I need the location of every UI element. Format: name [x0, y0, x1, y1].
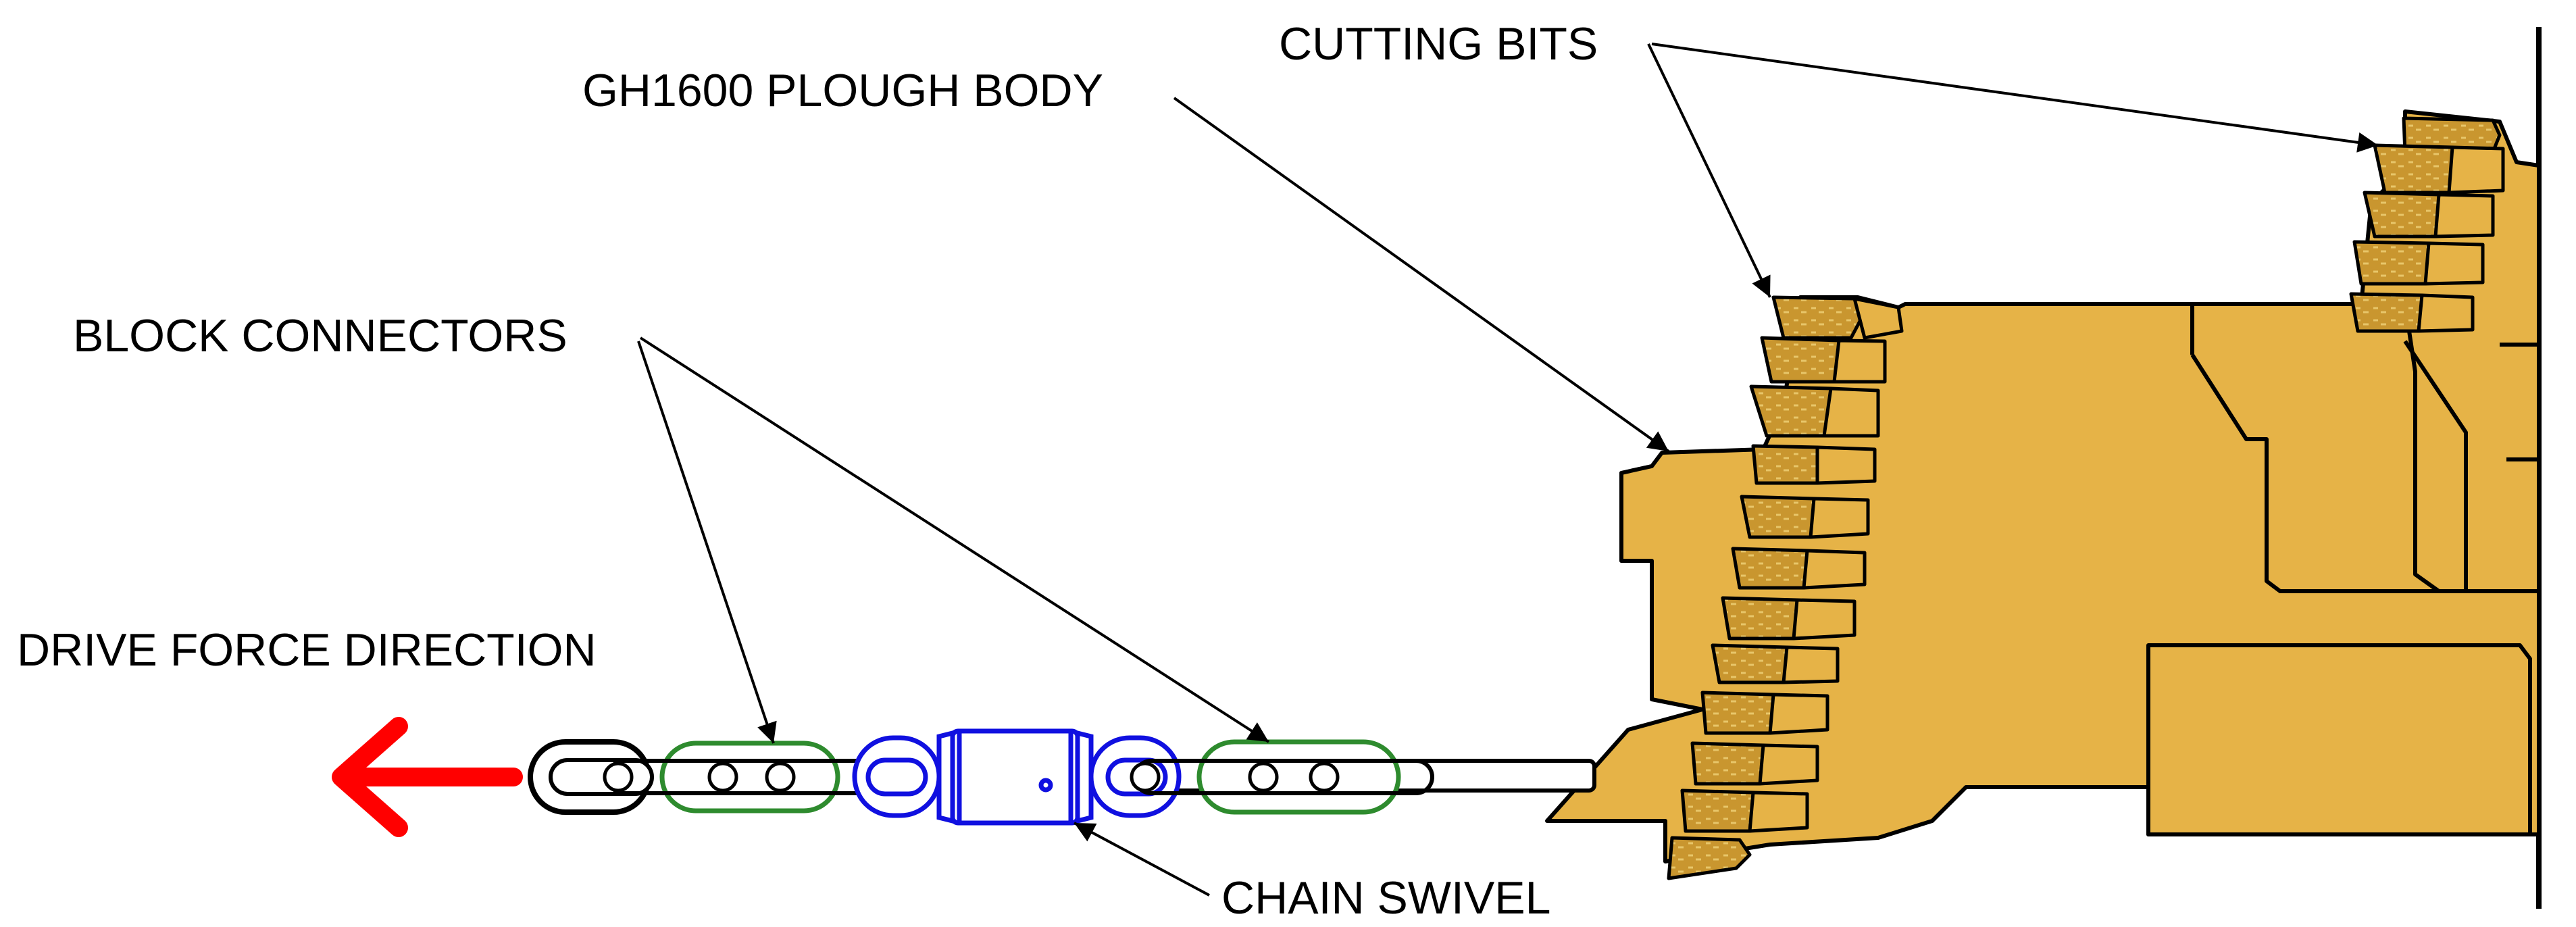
cutting-bit	[1822, 386, 1880, 438]
cutting-bit	[1802, 549, 1867, 590]
swivel-body	[950, 728, 1080, 826]
label-drive-force: DRIVE FORCE DIRECTION	[17, 624, 597, 676]
swivel-collar-right	[1075, 730, 1094, 824]
cutting-bits-right	[2349, 116, 2505, 333]
pin	[1130, 761, 1161, 793]
pin	[707, 761, 738, 793]
leader-lines	[637, 43, 2379, 897]
cutting-bit	[1792, 598, 1857, 641]
plough-skid	[2146, 643, 2532, 836]
plough-body-inner	[2403, 340, 2468, 591]
cutting-bit	[1852, 297, 1904, 340]
block-connector-left	[659, 741, 840, 813]
plough-body-panel	[2500, 343, 2541, 461]
cutting-bit	[1758, 743, 1819, 786]
drive-arrow	[332, 717, 523, 837]
cutting-bit	[1768, 693, 1829, 735]
chain	[528, 728, 1434, 826]
leader-plough-body	[1173, 97, 1670, 453]
swivel-hole	[1038, 778, 1053, 793]
cutting-bit	[1748, 791, 1809, 833]
cutting-bit	[2433, 193, 2495, 239]
label-block-connectors: BLOCK CONNECTORS	[73, 310, 567, 361]
cutting-bit	[1782, 645, 1840, 684]
cutting-bits-left	[1667, 295, 1904, 880]
label-plough-body: GH1600 PLOUGH BODY	[582, 65, 1103, 116]
cutting-bit	[1667, 836, 1752, 880]
leader-block-connector-left	[637, 341, 777, 744]
cutting-bit	[2423, 241, 2485, 286]
leader-cutting-bits-left	[1647, 43, 1771, 298]
label-chain-swivel: CHAIN SWIVEL	[1221, 872, 1550, 924]
cutting-bit	[1771, 295, 1867, 340]
plough-body-step-right	[2403, 303, 2440, 593]
pin	[765, 761, 796, 793]
chain-link-end-inner	[549, 758, 654, 796]
pin	[603, 761, 634, 793]
cutting-bit	[2417, 293, 2475, 333]
pin	[1248, 761, 1279, 793]
cutting-bit	[2447, 145, 2505, 195]
label-cutting-bits: CUTTING BITS	[1279, 18, 1598, 70]
block-connector-right	[1196, 739, 1401, 815]
leader-cutting-bits-right	[1651, 43, 2379, 153]
pin	[1309, 761, 1340, 793]
leader-block-connector-right	[639, 336, 1270, 743]
leader-chain-swivel	[1074, 822, 1210, 897]
plough-body-step	[2190, 353, 2539, 593]
arrowhead	[332, 717, 408, 837]
cutting-bit	[1832, 339, 1887, 384]
swivel-link-left-inner	[865, 757, 928, 797]
cutting-bit	[1815, 445, 1877, 485]
plough-nose	[1619, 464, 1652, 563]
cutting-bit	[1809, 497, 1870, 539]
